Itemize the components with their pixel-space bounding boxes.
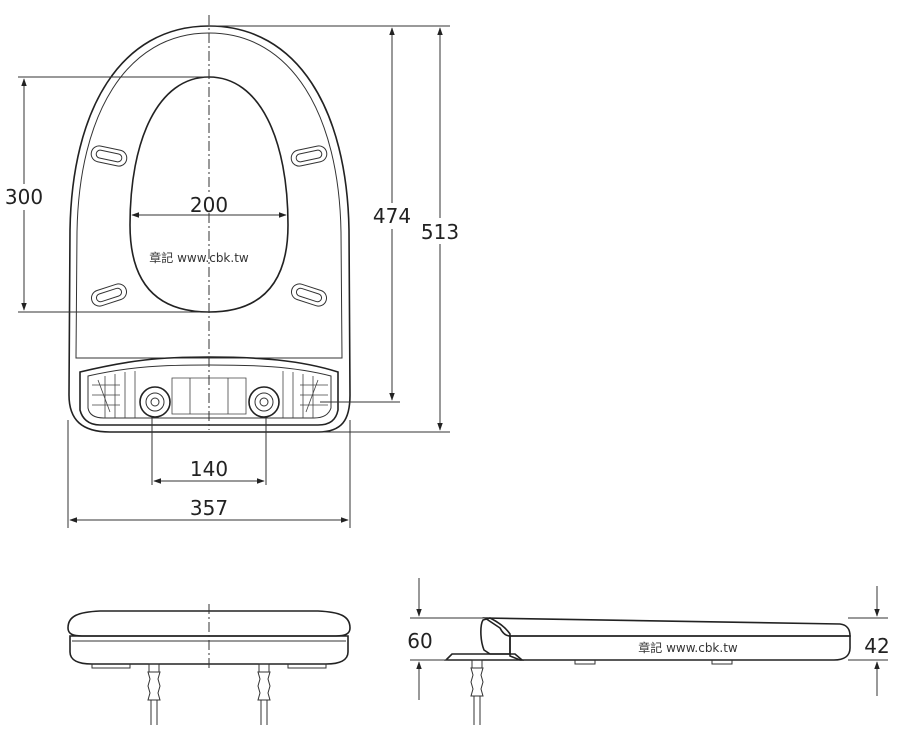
hinge-area-inner [87, 364, 332, 419]
hinge-bolt-left [139, 386, 171, 418]
top-view: 513 474 300 200 140 357 章記 www.cbk.tw [2, 15, 462, 528]
dim-label-140: 140 [190, 457, 228, 481]
watermark-top: 章記 www.cbk.tw [149, 250, 249, 265]
front-view [67, 604, 351, 725]
side-bolt [470, 659, 484, 725]
dim-label-300: 300 [5, 185, 43, 209]
mounting-slots [90, 145, 328, 307]
front-bolt-left [147, 663, 161, 725]
side-seat-body [509, 635, 851, 661]
side-hinge-block [480, 617, 511, 655]
hinge-ribs [92, 371, 328, 418]
dim-label-60: 60 [407, 629, 432, 653]
side-lid-outline [482, 617, 851, 637]
watermark-side: 章記 www.cbk.tw [638, 640, 738, 655]
dim-label-513: 513 [421, 220, 459, 244]
dim-label-357: 357 [190, 496, 228, 520]
hinge-area-outline [79, 356, 339, 426]
dim-label-474: 474 [373, 204, 411, 228]
side-base-plate [444, 653, 525, 661]
hinge-bolt-right [248, 386, 280, 418]
seat-outer-outline [68, 25, 351, 433]
front-bolt-right [257, 663, 271, 725]
dim-label-42: 42 [864, 634, 889, 658]
dim-label-200: 200 [190, 193, 228, 217]
side-view: 60 42 章記 www.cbk.tw [407, 578, 890, 725]
